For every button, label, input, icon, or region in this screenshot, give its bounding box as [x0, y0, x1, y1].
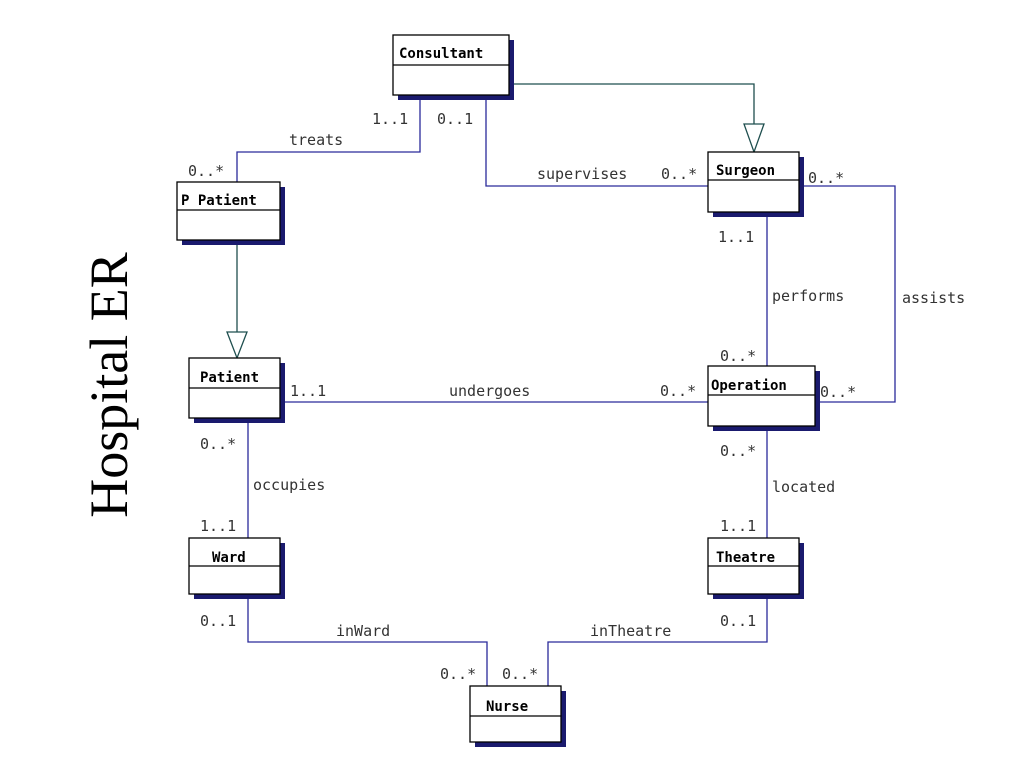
assists-to-mult: 0..*: [820, 383, 856, 401]
class-patient[interactable]: Patient: [188, 357, 285, 423]
association-lines: [236, 97, 896, 686]
class-name: Patient: [200, 370, 259, 386]
intheatre-line: [547, 594, 768, 686]
class-name: P Patient: [181, 193, 257, 209]
supervises-line: [485, 97, 708, 187]
inward-line: [247, 594, 488, 686]
occupies-label: occupies: [253, 476, 325, 494]
class-name: Theatre: [716, 550, 775, 566]
inward-from-mult: 0..1: [200, 612, 236, 630]
assists-from-mult: 0..*: [808, 169, 844, 187]
assists-label: assists: [902, 289, 965, 307]
class-name: Consultant: [399, 46, 483, 62]
performs-label: performs: [772, 287, 844, 305]
class-nurse[interactable]: Nurse: [469, 685, 566, 747]
supervises-to-mult: 0..*: [661, 165, 697, 183]
treats-to-mult: 0..*: [188, 162, 224, 180]
class-consultant[interactable]: Consultant: [392, 34, 514, 100]
intheatre-from-mult: 0..1: [720, 612, 756, 630]
diagram-title: Hospital ER: [79, 252, 139, 518]
class-surgeon[interactable]: Surgeon: [707, 151, 804, 217]
occupies-to-mult: 1..1: [200, 517, 236, 535]
class-theatre[interactable]: Theatre: [707, 537, 804, 599]
class-name: Operation: [711, 378, 787, 394]
located-to-mult: 1..1: [720, 517, 756, 535]
performs-to-mult: 0..*: [720, 347, 756, 365]
located-label: located: [772, 478, 835, 496]
association-labels: treats supervises performs assists under…: [253, 131, 965, 640]
undergoes-label: undergoes: [449, 382, 530, 400]
class-name: Ward: [212, 550, 246, 566]
undergoes-to-mult: 0..*: [660, 382, 696, 400]
intheatre-to-mult: 0..*: [502, 665, 538, 683]
consultant-surgeon-generalization: [512, 83, 755, 124]
undergoes-from-mult: 1..1: [290, 382, 326, 400]
class-ppatient[interactable]: P Patient: [176, 181, 285, 245]
treats-line: [236, 97, 421, 182]
class-ward[interactable]: Ward: [188, 537, 285, 599]
intheatre-label: inTheatre: [590, 622, 671, 640]
class-operation[interactable]: Operation: [707, 365, 820, 431]
occupies-from-mult: 0..*: [200, 435, 236, 453]
treats-label: treats: [289, 131, 343, 149]
supervises-label: supervises: [537, 165, 627, 183]
class-name: Nurse: [486, 699, 528, 715]
surgeon-triangle-icon: [743, 123, 765, 154]
supervises-from-mult: 0..1: [437, 110, 473, 128]
inward-label: inWard: [336, 622, 390, 640]
performs-from-mult: 1..1: [718, 228, 754, 246]
located-from-mult: 0..*: [720, 442, 756, 460]
class-name: Surgeon: [716, 163, 775, 179]
patient-triangle-icon: [226, 331, 248, 360]
generalization-lines: [226, 83, 765, 360]
assists-line: [800, 185, 896, 403]
inward-to-mult: 0..*: [440, 665, 476, 683]
multiplicities: 1..1 0..* 0..1 0..* 1..1 0..* 0..* 0..* …: [188, 110, 856, 683]
treats-from-mult: 1..1: [372, 110, 408, 128]
